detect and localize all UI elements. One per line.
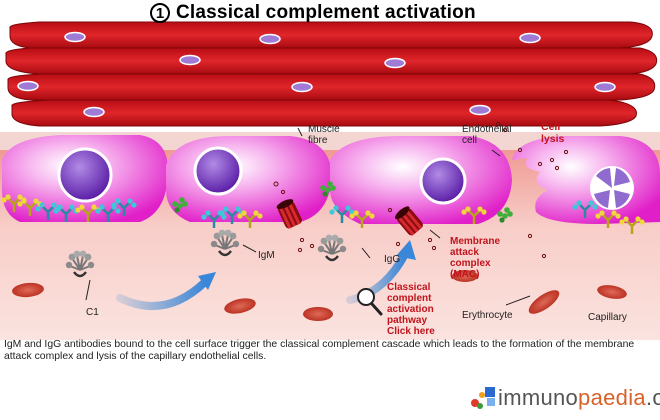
logo-wordmark: immunopaedia.org xyxy=(498,385,660,410)
figure-caption: IgM and IgG antibodies bound to the cell… xyxy=(4,339,635,362)
svg-text:lysis: lysis xyxy=(541,133,565,145)
molecule-logo-icon xyxy=(471,387,495,409)
svg-text:activation: activation xyxy=(387,304,434,315)
title-text: Classical complement activation xyxy=(176,2,476,23)
diagram-labels: Muscle fibre Endothelial cell Cell lysis… xyxy=(86,121,627,323)
svg-text:cell: cell xyxy=(462,135,477,146)
c1-label: C1 xyxy=(86,307,99,318)
svg-text:Click here: Click here xyxy=(387,326,435,337)
cell-lysis-label: Cell xyxy=(541,121,560,133)
muscle-fibres xyxy=(5,21,658,127)
pathway-link[interactable]: Classical complent activation pathway Cl… xyxy=(387,282,435,337)
endothelial-cell-label: Endothelial xyxy=(462,124,511,135)
cascade-arrows xyxy=(116,240,416,310)
mac-label: Membrane xyxy=(450,236,500,247)
erythrocyte-label: Erythrocyte xyxy=(462,310,513,321)
immunopaedia-logo[interactable]: immunopaedia.org xyxy=(470,385,660,411)
capillary-label: Capillary xyxy=(588,312,627,323)
complement-illustration: Muscle fibre Endothelial cell Cell lysis… xyxy=(0,21,660,340)
igg-label: IgG xyxy=(384,254,400,265)
svg-text:pathway: pathway xyxy=(387,315,427,326)
svg-text:attack: attack xyxy=(450,247,479,258)
magnifier-icon[interactable] xyxy=(357,288,383,316)
svg-text:Classical: Classical xyxy=(387,282,431,293)
igm-label: IgM xyxy=(258,250,275,261)
svg-text:complent: complent xyxy=(387,293,432,304)
endothelial-cells xyxy=(2,135,660,224)
svg-text:complex: complex xyxy=(450,258,491,269)
leader-lines xyxy=(85,127,531,306)
diagram-title: 1 Classical complement activation xyxy=(150,2,476,24)
erythrocytes xyxy=(12,270,627,321)
step-number-badge: 1 xyxy=(150,3,170,23)
svg-text:(MAC): (MAC) xyxy=(450,269,479,280)
complement-fragments xyxy=(273,121,569,259)
svg-text:fibre: fibre xyxy=(308,135,328,146)
muscle-fibre-label: Muscle xyxy=(308,124,340,135)
